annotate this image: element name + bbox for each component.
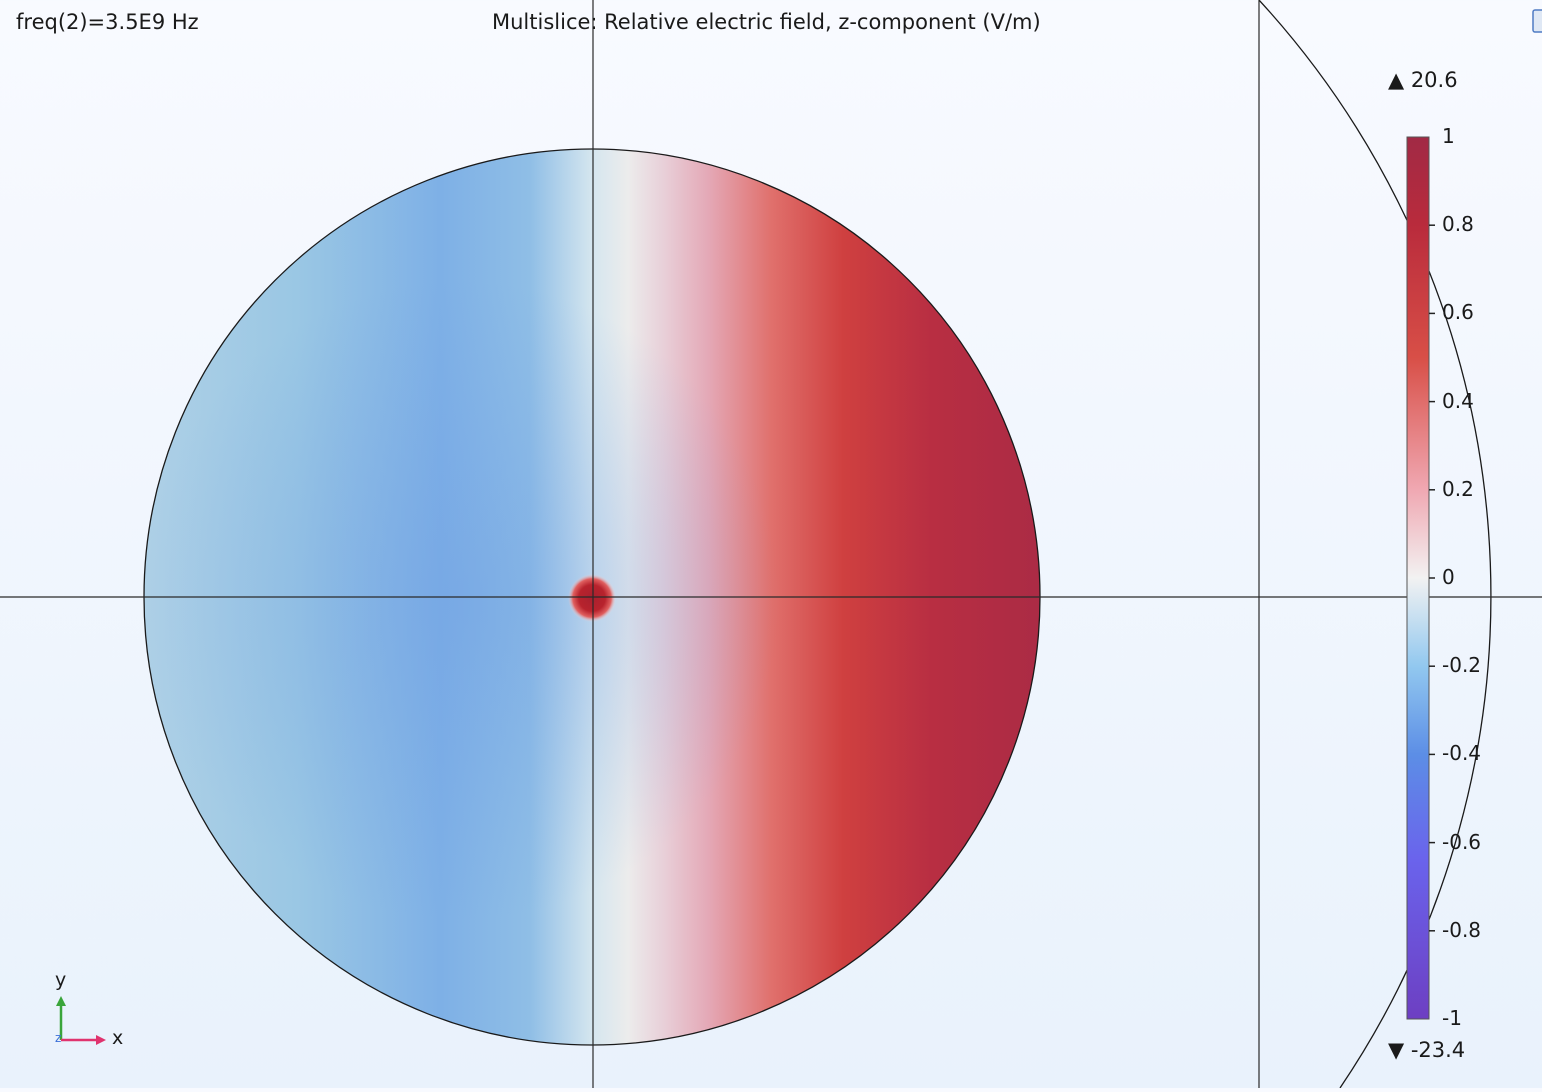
colorbar-tick-label: 0.2 [1442, 476, 1474, 501]
source-point [568, 574, 616, 622]
colorbar-tick-label: 0.6 [1442, 300, 1474, 325]
colorbar-tick-label: -0.8 [1442, 917, 1482, 942]
colorbar-max-label: ▲ 20.6 [1388, 68, 1458, 92]
y-axis-arrowhead [56, 996, 66, 1006]
colorbar-tick-marks [1429, 224, 1435, 932]
colorbar [1406, 136, 1430, 1020]
axis-z-label: z [55, 1031, 62, 1045]
colorbar-tick-label: -1 [1442, 1006, 1462, 1030]
axis-y-label: y [55, 969, 67, 991]
x-axis-arrowhead [96, 1035, 106, 1045]
colorbar-tick-label: 0.4 [1442, 388, 1474, 413]
plot-title: Multislice: Relative electric field, z-c… [492, 10, 1041, 34]
axis-x-label: x [112, 1027, 124, 1049]
colorbar-tick-label: -0.2 [1442, 653, 1482, 678]
colorbar-tick-label: -0.6 [1442, 829, 1482, 854]
frequency-label: freq(2)=3.5E9 Hz [16, 10, 199, 34]
axes-indicator [56, 996, 106, 1045]
colorbar-tick-label: 1 [1442, 124, 1455, 148]
window-edge-icon[interactable] [1531, 6, 1542, 36]
colorbar-tick-label: 0 [1442, 565, 1455, 589]
colorbar-tick-label: -0.4 [1442, 741, 1482, 766]
colorbar-min-label: ▼ -23.4 [1388, 1038, 1466, 1062]
colorbar-tick-label: 0.8 [1442, 212, 1474, 237]
